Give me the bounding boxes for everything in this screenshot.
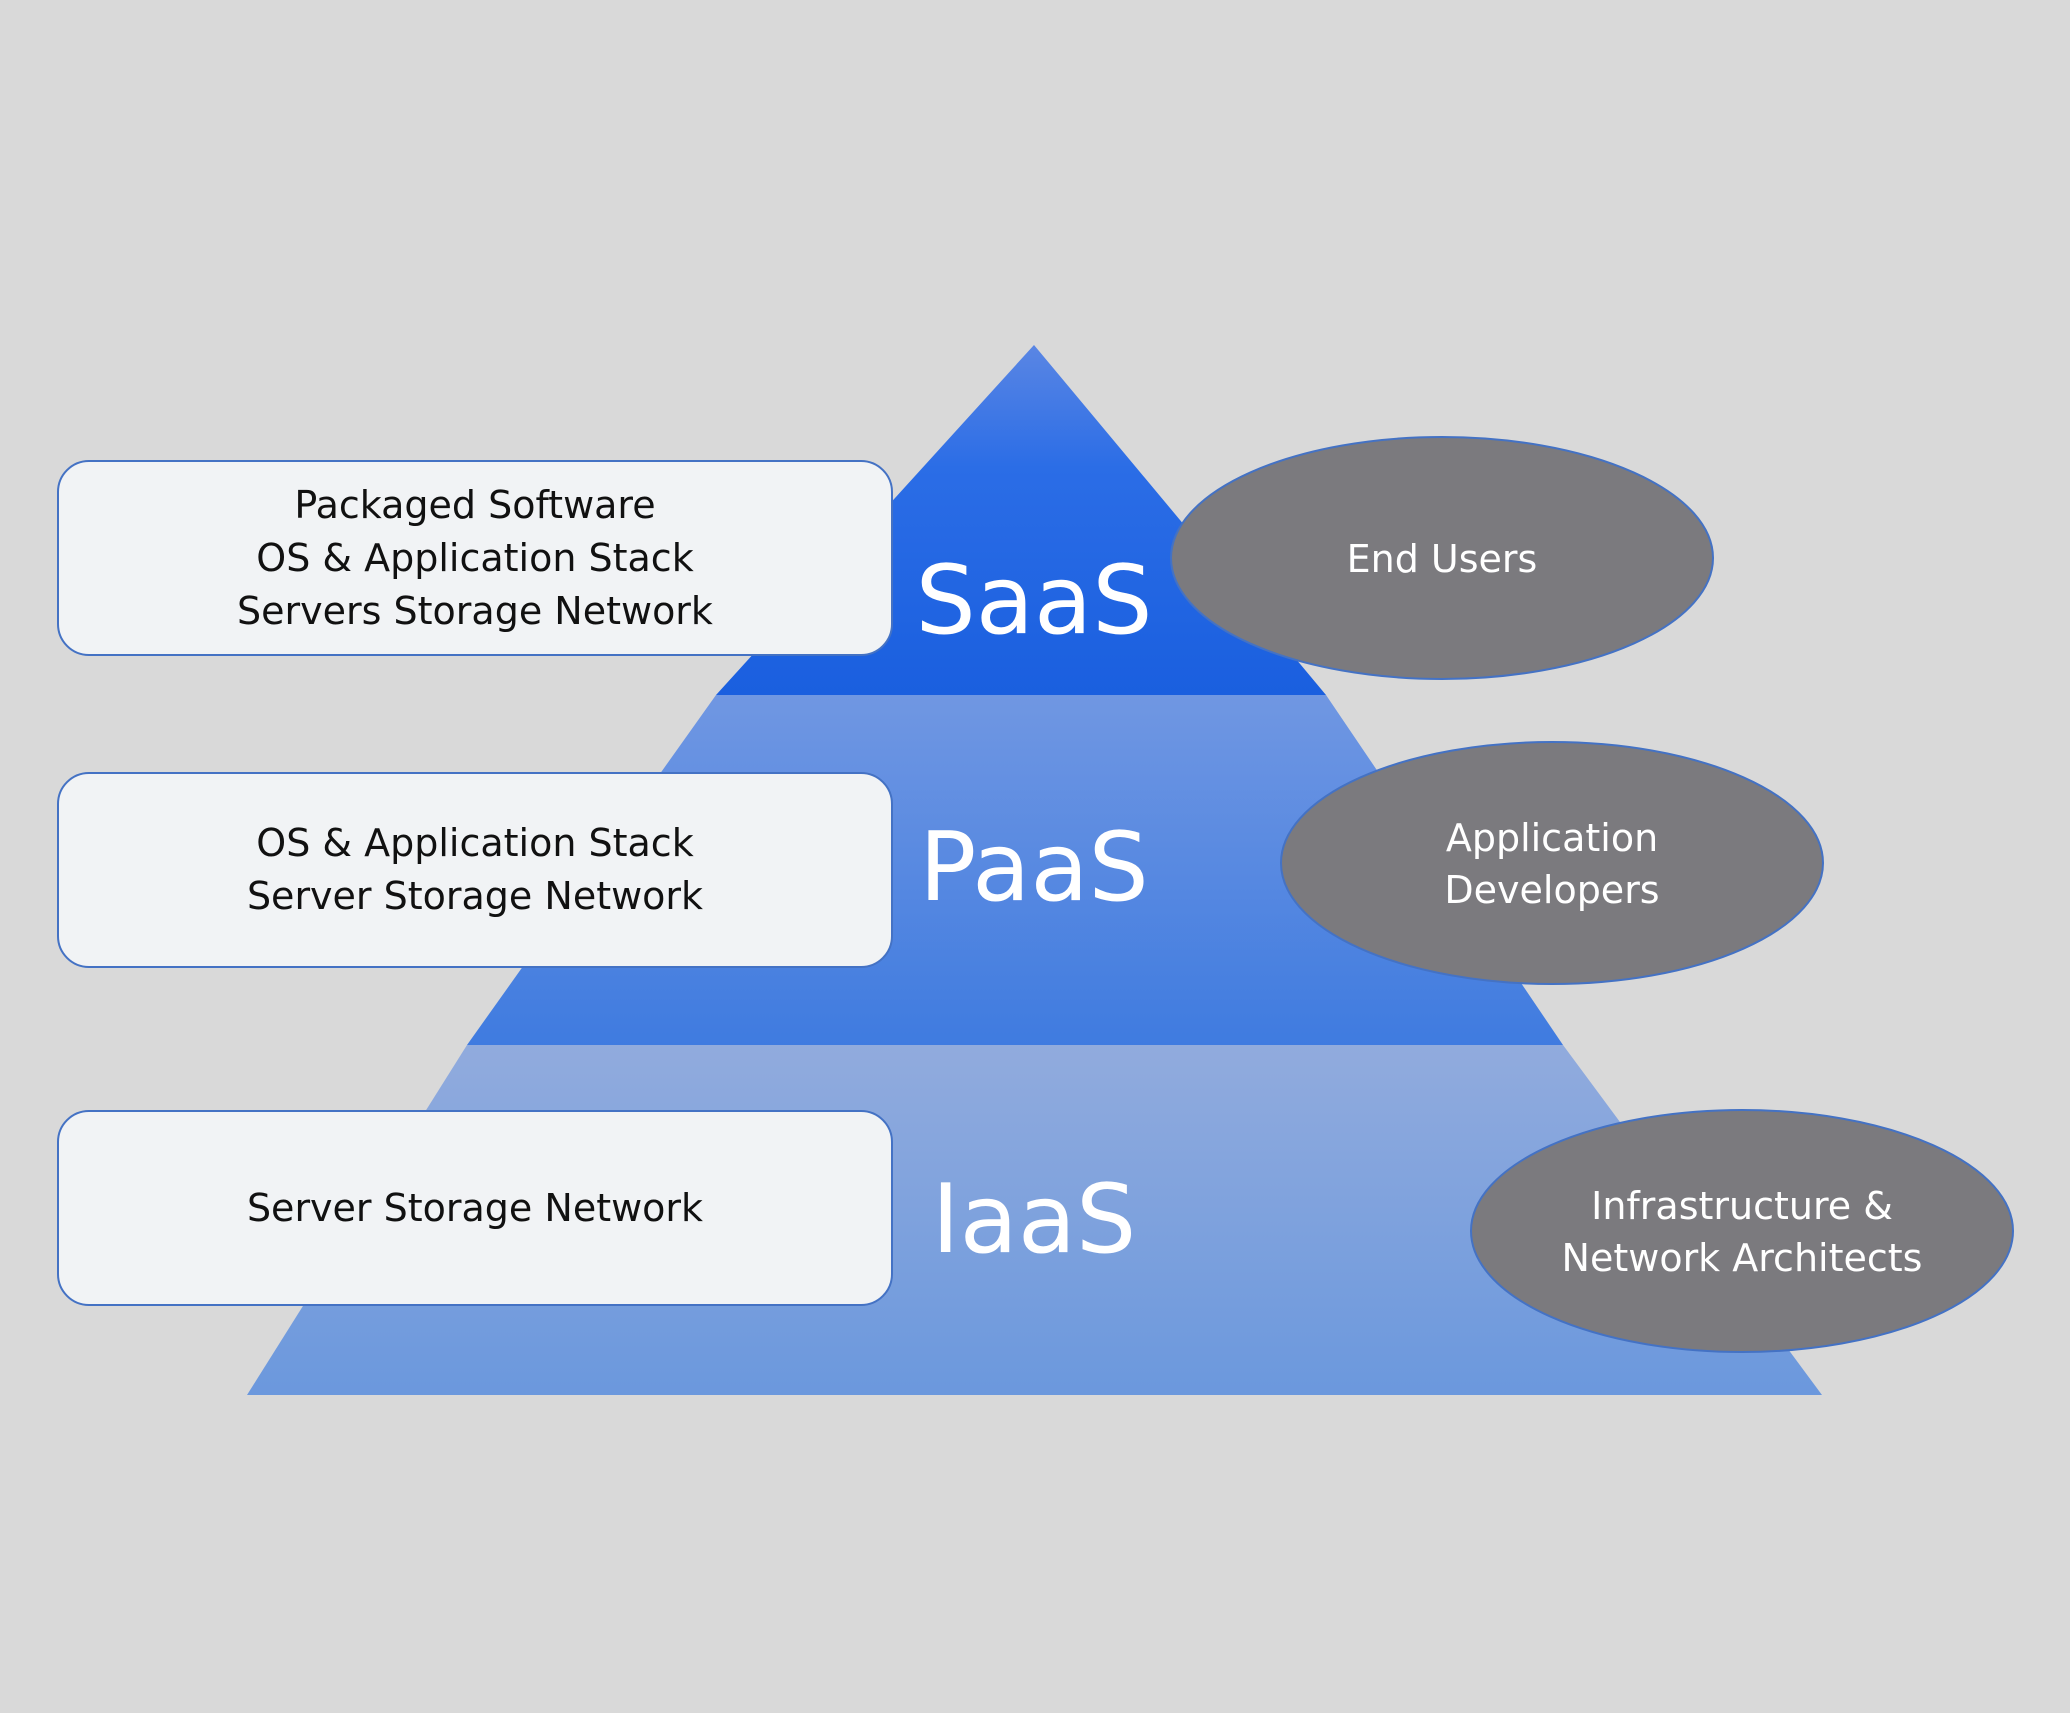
stack-box-iaas: Server Storage Network [57, 1110, 893, 1306]
audience-ellipse-paas: Application Developers [1280, 741, 1824, 985]
audience-ellipse-iaas: Infrastructure & Network Architects [1470, 1109, 2014, 1353]
stack-line: OS & Application Stack [256, 535, 694, 580]
audience-label-iaas-line-2: Network Architects [1562, 1236, 1923, 1280]
tier-label-saas: SaaS [915, 546, 1152, 656]
audience-ellipse-saas: End Users [1170, 436, 1714, 680]
audience-label-paas-line-2: Developers [1444, 868, 1659, 912]
stack-line: Servers Storage Network [237, 588, 713, 633]
stack-box-saas: Packaged Software OS & Application Stack… [57, 460, 893, 656]
stack-line: Server Storage Network [246, 874, 704, 918]
tier-label-paas: PaaS [919, 813, 1149, 923]
audience-label-paas-line-1: Application [1446, 816, 1658, 860]
stack-line: OS & Application Stack [256, 821, 694, 865]
stack-line: Packaged Software [294, 482, 656, 527]
stack-box-paas: OS & Application Stack Server Storage Ne… [57, 772, 893, 968]
tier-label-iaas: IaaS [932, 1165, 1137, 1275]
stack-line: Server Storage Network [246, 1185, 704, 1230]
audience-label-iaas-line-1: Infrastructure & [1591, 1184, 1893, 1228]
audience-label-saas-line-1: End Users [1347, 537, 1538, 581]
